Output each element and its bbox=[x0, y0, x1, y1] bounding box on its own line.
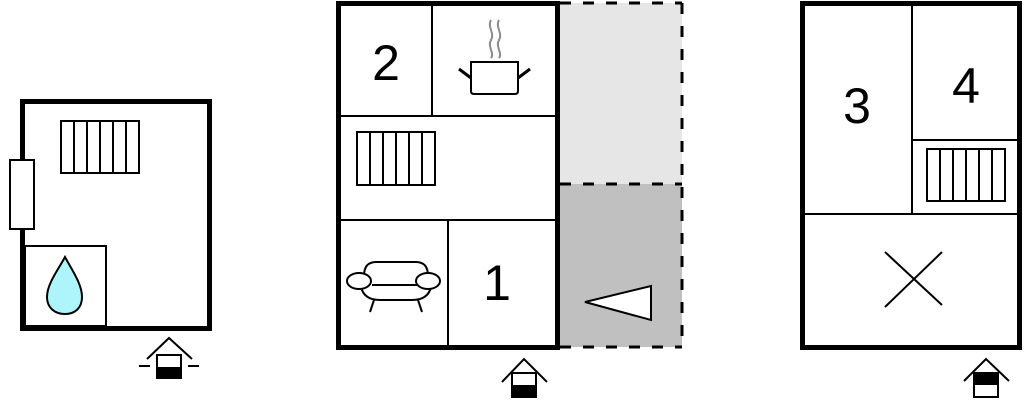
upper-floor-building: 3 4 bbox=[800, 1, 1022, 398]
sofa-icon bbox=[346, 261, 441, 313]
water-drop-icon bbox=[45, 254, 84, 316]
ground-floor-building: 2 1 bbox=[336, 1, 684, 398]
cooking-pot-icon bbox=[458, 19, 531, 95]
entrance-ground-level-icon bbox=[139, 336, 199, 379]
terrace-dashed-outline bbox=[560, 1, 684, 349]
room-label-4: 4 bbox=[952, 58, 980, 114]
terrace-upper-area bbox=[558, 3, 682, 184]
stairs-icon bbox=[926, 148, 1006, 202]
terrace-triangle-icon bbox=[584, 284, 652, 322]
void-cross-icon bbox=[884, 251, 943, 308]
terrace-lower-area bbox=[558, 184, 682, 347]
stairs-icon bbox=[60, 120, 140, 174]
annex-building bbox=[9, 99, 212, 379]
room-label-1: 1 bbox=[483, 255, 511, 311]
room-label-2: 2 bbox=[372, 35, 400, 91]
entrance-ground-floor-icon bbox=[501, 357, 548, 398]
ground-floor-outer-wall bbox=[336, 1, 560, 350]
stairs-icon bbox=[356, 131, 436, 186]
room-label-3: 3 bbox=[843, 78, 871, 134]
entrance-upper-floor-icon bbox=[963, 357, 1010, 398]
window-icon bbox=[9, 159, 35, 230]
